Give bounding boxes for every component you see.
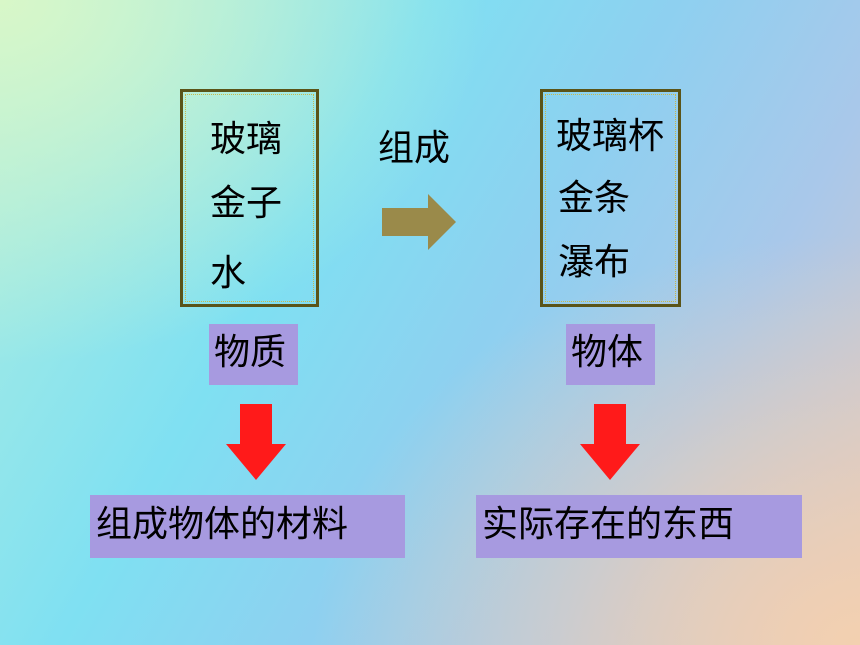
object-tag: 物体 xyxy=(566,324,655,385)
substance-example-water: 水 xyxy=(210,253,247,294)
substance-example-glass: 玻璃 xyxy=(210,119,283,160)
object-example-gold-bar: 金条 xyxy=(558,178,631,219)
right-arrow-icon xyxy=(382,194,456,250)
object-definition: 实际存在的东西 xyxy=(476,495,802,558)
object-examples-box xyxy=(540,89,681,307)
compose-label: 组成 xyxy=(378,128,451,169)
substance-examples-box xyxy=(180,89,319,307)
substance-definition: 组成物体的材料 xyxy=(90,495,405,558)
substance-tag: 物质 xyxy=(209,324,298,385)
down-arrow-icon-left xyxy=(226,404,286,480)
object-example-waterfall: 瀑布 xyxy=(558,242,631,283)
down-arrow-icon-right xyxy=(580,404,640,480)
object-example-glass-cup: 玻璃杯 xyxy=(556,116,665,157)
substance-example-gold: 金子 xyxy=(210,183,283,224)
